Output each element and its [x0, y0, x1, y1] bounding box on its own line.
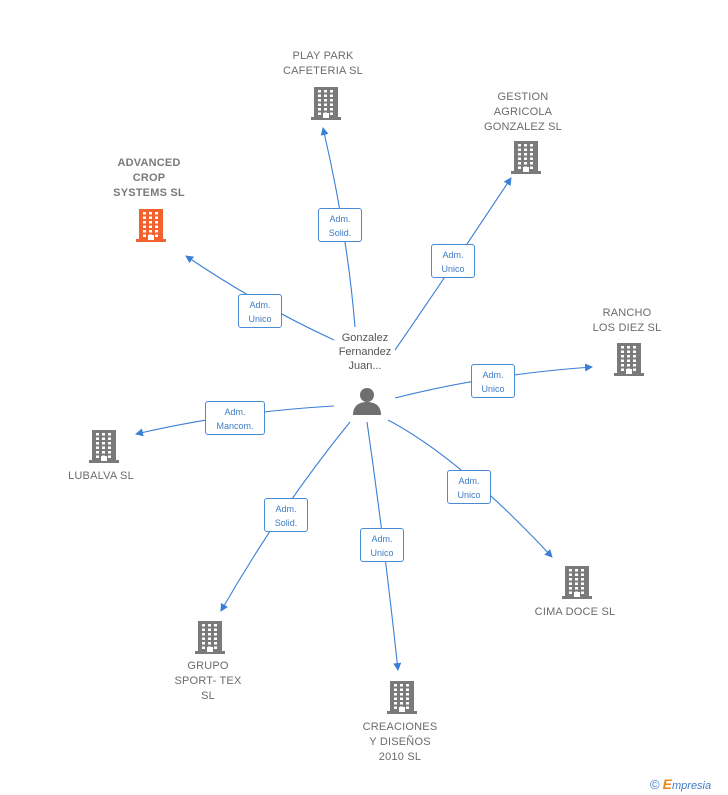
brand-logo-text: mpresia [672, 780, 712, 792]
company-name-advanced-crop[interactable]: ADVANCED CROP SYSTEMS SL [113, 157, 185, 199]
company-name-lubalva[interactable]: LUBALVA SL [68, 470, 134, 482]
brand-logo-initial: E [662, 776, 672, 792]
company-name-rancho-los-diez[interactable]: RANCHO LOS DIEZ SL [592, 307, 662, 334]
company-name-play-park[interactable]: PLAY PARK CAFETERIA SL [282, 50, 364, 77]
company-name-grupo-sport-tex[interactable]: GRUPO SPORT- TEX SL [174, 660, 242, 702]
role-label-lubalva: Adm. Mancom. [205, 401, 265, 435]
building-icon[interactable] [135, 208, 167, 247]
person-name[interactable]: Gonzalez Fernandez Juan... [338, 332, 392, 372]
copyright-symbol: © [650, 777, 660, 792]
company-name-cima-doce[interactable]: CIMA DOCE SL [534, 606, 616, 618]
building-icon[interactable] [194, 620, 226, 659]
role-label-cima-doce: Adm. Unico [447, 470, 491, 504]
role-label-rancho-los-diez: Adm. Unico [471, 364, 515, 398]
role-label-gestion-agricola: Adm. Unico [431, 244, 475, 278]
company-name-creaciones[interactable]: CREACIONES Y DISEÑOS 2010 SL [362, 721, 438, 763]
role-label-play-park: Adm. Solid. [318, 208, 362, 242]
building-icon[interactable] [510, 140, 542, 179]
role-label-creaciones: Adm. Unico [360, 528, 404, 562]
role-label-advanced-crop: Adm. Unico [238, 294, 282, 328]
footer-brand: © Empresia [650, 776, 711, 792]
building-icon[interactable] [386, 680, 418, 719]
building-icon[interactable] [561, 565, 593, 604]
role-label-grupo-sport-tex: Adm. Solid. [264, 498, 308, 532]
building-icon[interactable] [310, 86, 342, 125]
person-icon[interactable] [352, 386, 382, 416]
company-name-gestion-agricola[interactable]: GESTION AGRICOLA GONZALEZ SL [484, 91, 562, 133]
building-icon[interactable] [613, 342, 645, 381]
building-icon[interactable] [88, 429, 120, 468]
